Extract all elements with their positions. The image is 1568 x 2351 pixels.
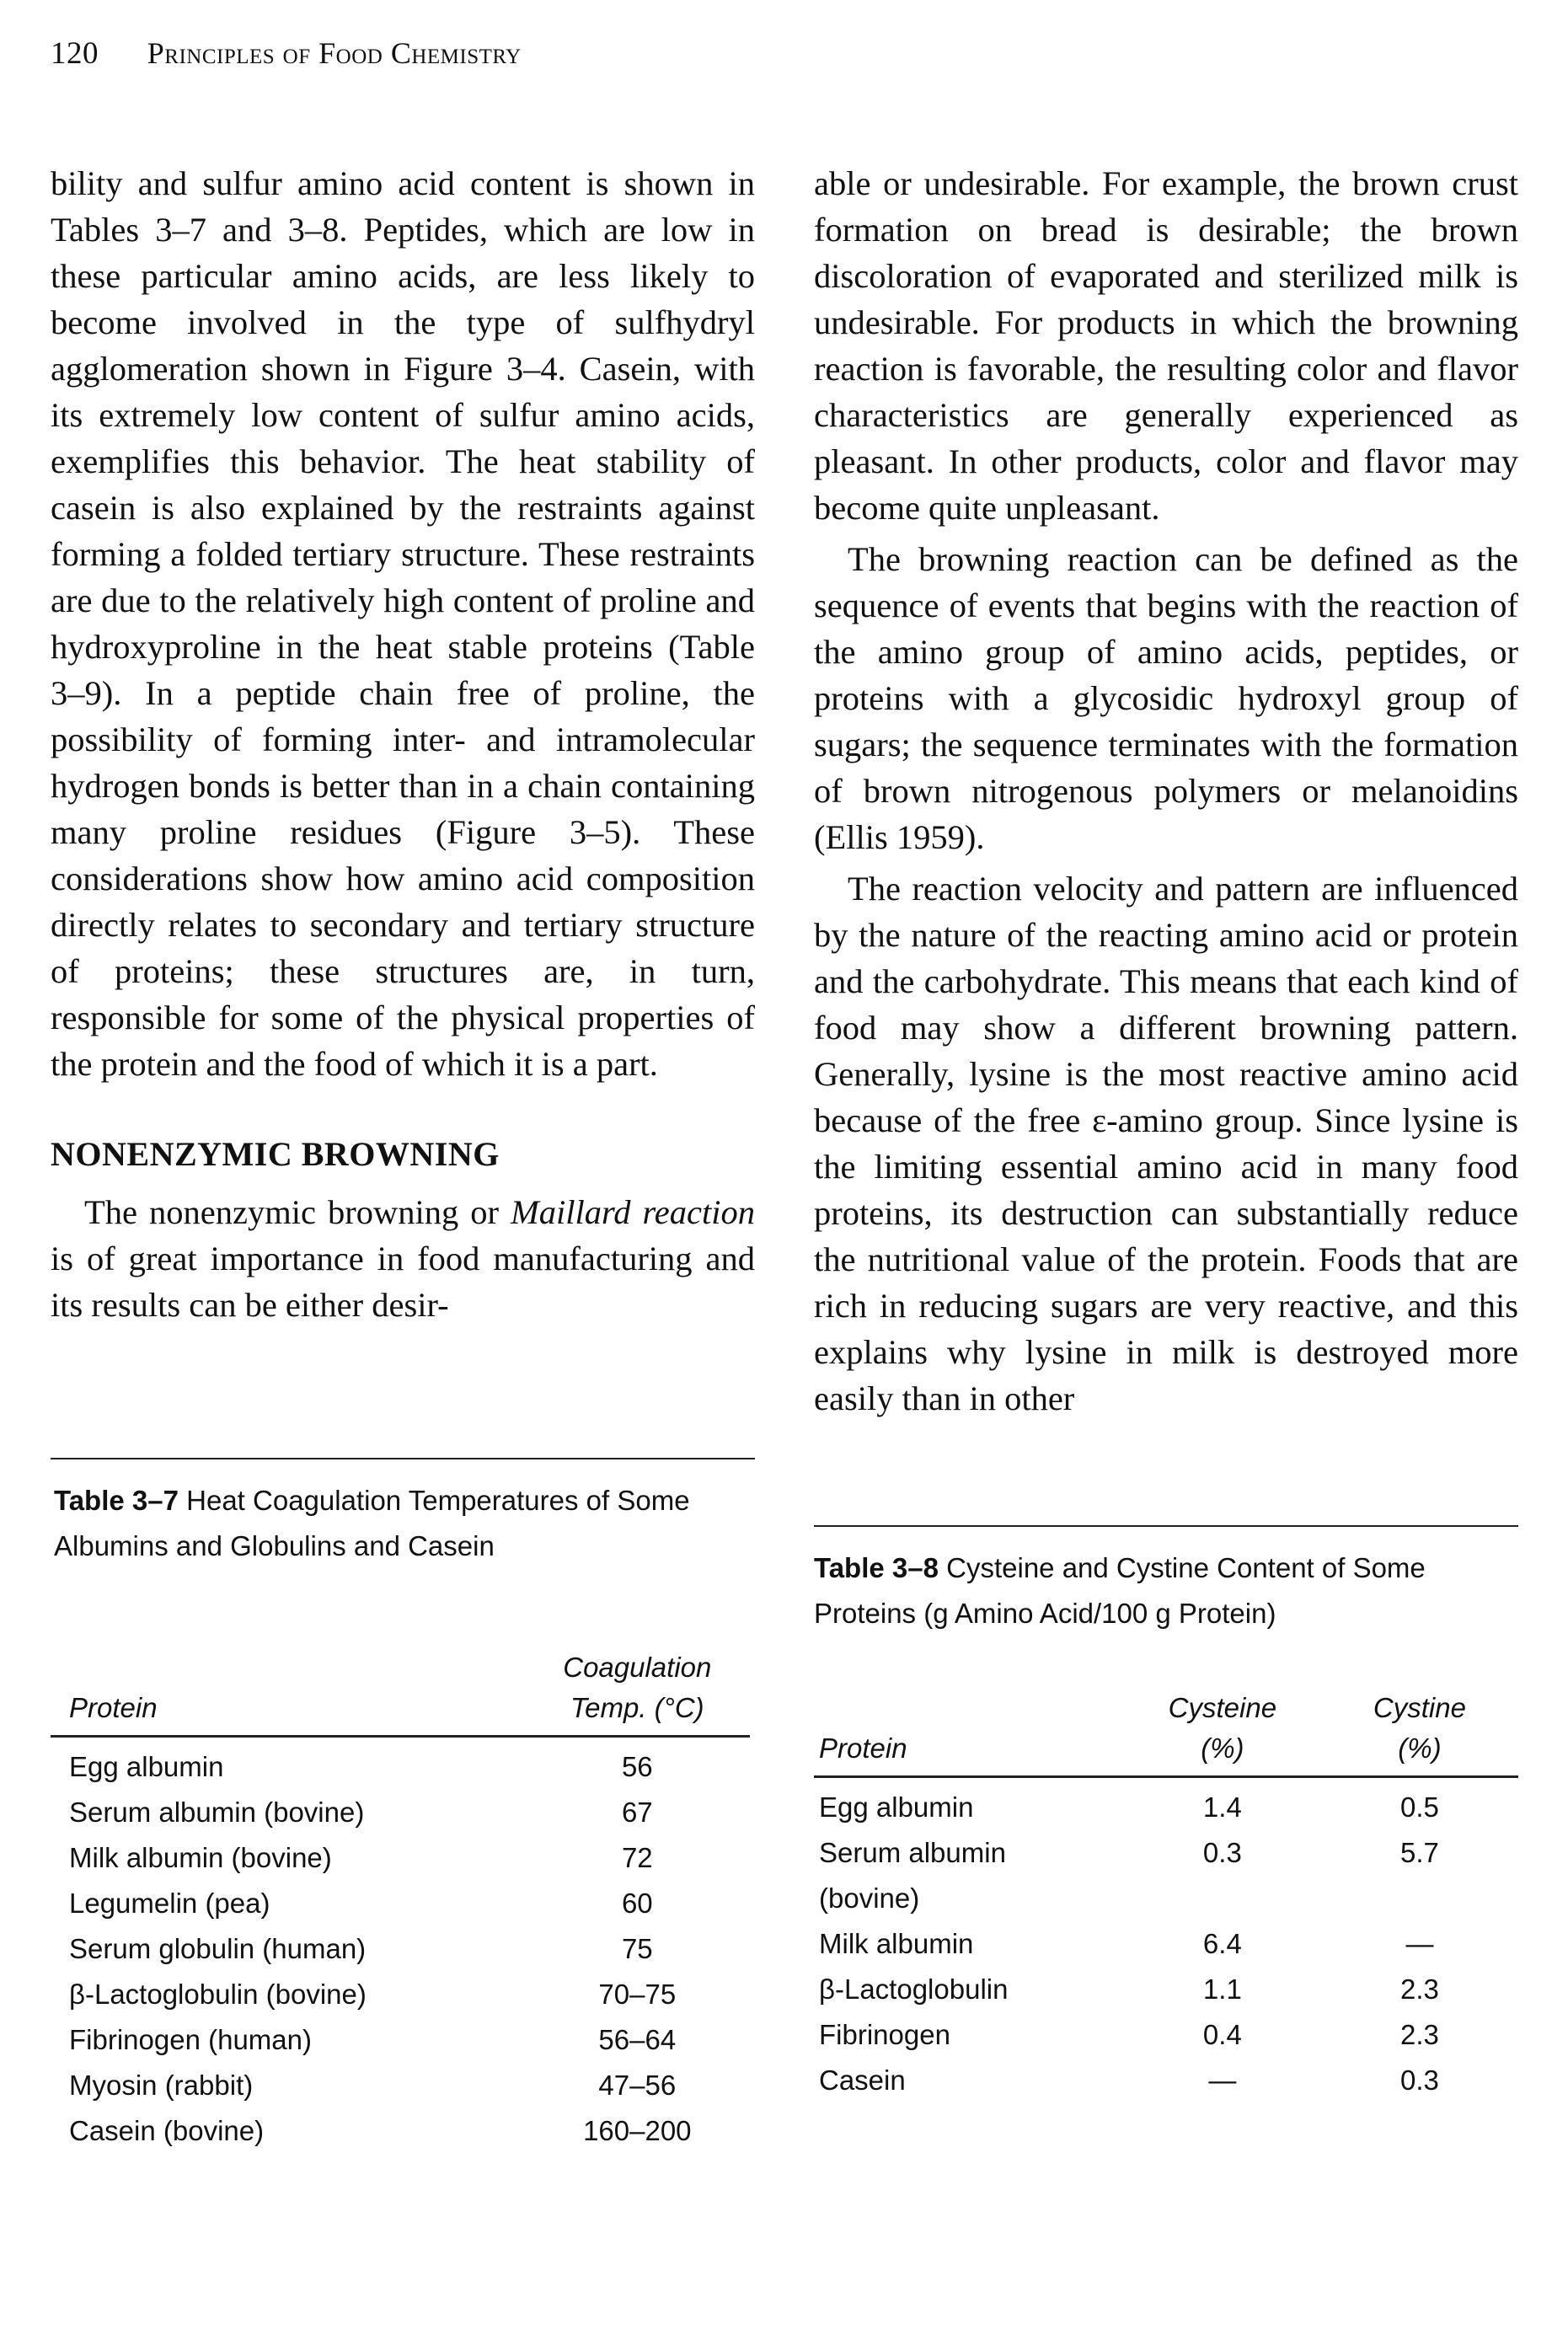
table-row: Serum albumin (bovine) 67: [51, 1790, 750, 1835]
cell-temp: 67: [621, 1797, 653, 1828]
cell-protein: Egg albumin: [69, 1751, 224, 1782]
right-paragraph-2: The browning reaction can be defined as …: [814, 540, 1518, 856]
section-heading: NONENZYMIC BROWNING: [51, 1135, 500, 1173]
header-line: (%): [1398, 1732, 1442, 1764]
cell-temp: 56–64: [598, 2024, 677, 2055]
table-3-8: Table 3–8 Cysteine and Cystine Content o…: [814, 1525, 1518, 2103]
running-head: 120 Principles of Food Chemistry: [51, 35, 522, 72]
cell-protein: Serum albumin (bovine): [69, 1797, 365, 1828]
table-row: β-Lactoglobulin 1.1 2.3: [814, 1967, 1518, 2012]
cell-protein: Myosin (rabbit): [69, 2070, 254, 2101]
right-paragraph-1: able or undesirable. For example, the br…: [814, 164, 1518, 527]
cell-protein: Fibrinogen: [819, 2019, 950, 2050]
cell-cysteine: —: [1208, 2064, 1237, 2096]
header-line: Cystine: [1373, 1692, 1466, 1723]
header-line: Temp. (°C): [570, 1692, 704, 1723]
right-column: able or undesirable. For example, the br…: [814, 160, 1518, 1422]
paragraph-2-end: is of great importance in food manufactu…: [51, 1240, 755, 1324]
cell-cystine: 2.3: [1400, 1973, 1439, 2005]
left-paragraph-1: bility and sulfur amino acid content is …: [51, 164, 755, 1083]
column-header-cysteine: Cysteine (%): [1124, 1687, 1321, 1777]
cell-temp: 75: [621, 1933, 653, 1964]
table-header-row: Protein Cysteine (%) Cystine (%): [814, 1687, 1518, 1777]
cell-protein: Fibrinogen (human): [69, 2024, 312, 2055]
cell-protein: Casein (bovine): [69, 2115, 265, 2146]
table-top-rule: [51, 1458, 755, 1459]
header-line: (%): [1201, 1732, 1244, 1764]
cell-protein: Serum globulin (human): [69, 1933, 367, 1964]
left-paragraph-2: The nonenzymic browning or Maillard reac…: [51, 1189, 755, 1328]
table-row: Casein — 0.3: [814, 2058, 1518, 2103]
cell-protein: Casein: [819, 2064, 906, 2096]
column-header-cystine: Cystine (%): [1321, 1687, 1518, 1777]
cell-protein: Serum albumin (bovine): [819, 1837, 1006, 1914]
column-header-protein: Protein: [69, 1692, 158, 1723]
cell-temp: 70–75: [598, 1979, 677, 2010]
paragraph-2-start: The nonenzymic browning or: [84, 1193, 511, 1231]
table-row: Casein (bovine) 160–200: [51, 2108, 750, 2154]
running-title: Principles of Food Chemistry: [147, 36, 522, 70]
table-caption: Table 3–8 Cysteine and Cystine Content o…: [814, 1545, 1518, 1636]
header-line: Coagulation: [563, 1652, 712, 1683]
cell-temp: 60: [621, 1888, 653, 1919]
cell-cystine: 0.5: [1400, 1791, 1439, 1823]
table-row: Milk albumin 6.4 —: [814, 1921, 1518, 1967]
cell-cystine: 2.3: [1400, 2019, 1439, 2050]
table-row: Milk albumin (bovine) 72: [51, 1835, 750, 1881]
table-row: β-Lactoglobulin (bovine) 70–75: [51, 1972, 750, 2017]
table-row: Legumelin (pea) 60: [51, 1881, 750, 1926]
table-title: Cysteine and Cystine Content of Some Pro…: [814, 1552, 1426, 1629]
table-title: Heat Coagulation Temperatures of Some Al…: [54, 1485, 690, 1561]
cell-cysteine: 6.4: [1202, 1928, 1242, 1959]
right-paragraph-3: The reaction velocity and pattern are in…: [814, 870, 1518, 1417]
cell-temp: 47–56: [598, 2070, 677, 2101]
left-column: bility and sulfur amino acid content is …: [51, 160, 755, 1328]
table-3-7: Table 3–7 Heat Coagulation Temperatures …: [51, 1458, 755, 2154]
maillard-reaction-term: Maillard reaction: [511, 1193, 755, 1231]
cell-cysteine: 1.1: [1202, 1973, 1242, 2005]
data-table: Protein Cysteine (%) Cystine (%) Egg album…: [814, 1687, 1518, 2103]
cell-protein: Legumelin (pea): [69, 1888, 270, 1919]
table-top-rule: [814, 1525, 1518, 1527]
table-label: Table 3–7: [54, 1485, 179, 1516]
cell-cysteine: 0.4: [1202, 2019, 1242, 2050]
cell-cysteine: 1.4: [1202, 1791, 1242, 1823]
cell-cystine: 5.7: [1400, 1837, 1439, 1868]
table-caption: Table 3–7 Heat Coagulation Temperatures …: [51, 1478, 755, 1569]
cell-protein: β-Lactoglobulin (bovine): [69, 1979, 367, 2010]
table-label: Table 3–8: [814, 1552, 939, 1583]
cell-protein: Egg albumin: [819, 1791, 974, 1823]
column-header-protein: Protein: [819, 1732, 907, 1764]
cell-cystine: 0.3: [1400, 2064, 1439, 2096]
page-number: 120: [51, 36, 99, 71]
cell-protein: β-Lactoglobulin: [819, 1973, 1009, 2005]
table-row: Fibrinogen (human) 56–64: [51, 2017, 750, 2063]
table-row: Fibrinogen 0.4 2.3: [814, 2012, 1518, 2058]
cell-temp: 56: [621, 1751, 653, 1782]
table-row: Serum albumin (bovine) 0.3 5.7: [814, 1830, 1518, 1921]
cell-temp: 72: [621, 1842, 653, 1873]
table-row: Egg albumin 56: [51, 1737, 750, 1791]
table-row: Egg albumin 1.4 0.5: [814, 1777, 1518, 1831]
cell-cysteine: 0.3: [1202, 1837, 1242, 1868]
cell-protein: Milk albumin (bovine): [69, 1842, 332, 1873]
header-line: Cysteine: [1168, 1692, 1277, 1723]
cell-cystine: —: [1405, 1928, 1434, 1959]
cell-temp: 160–200: [583, 2115, 692, 2146]
cell-protein: Milk albumin: [819, 1928, 974, 1959]
table-row: Serum globulin (human) 75: [51, 1926, 750, 1972]
table-row: Myosin (rabbit) 47–56: [51, 2063, 750, 2108]
